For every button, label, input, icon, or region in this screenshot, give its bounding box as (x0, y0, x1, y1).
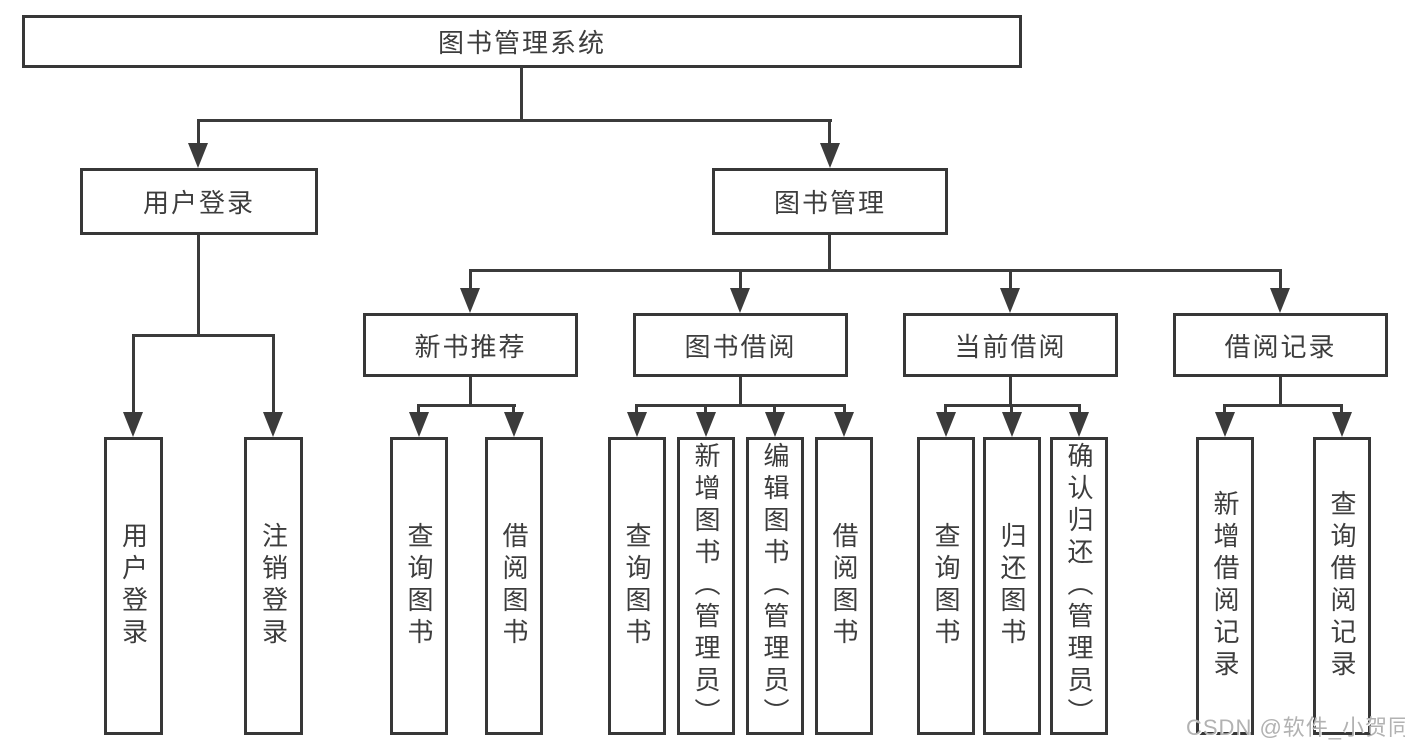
connector-drop-leaf (272, 334, 275, 416)
connector-drop-book-mgmt (828, 119, 831, 149)
leaf-add-books-admin: 新增图书（管理员） (677, 437, 735, 735)
leaf-logout: 注销登录 (244, 437, 303, 735)
leaf-add-borrow-record: 新增借阅记录 (1196, 437, 1254, 735)
arrow-down-icon (1000, 288, 1020, 313)
arrow-down-icon (730, 288, 750, 313)
watermark-text: CSDN @软件_小贺同学 (1186, 715, 1405, 740)
connector-borrow-records-stem (1279, 377, 1282, 407)
leaf-return-books: 归还图书 (983, 437, 1041, 735)
arrow-down-icon (1215, 412, 1235, 437)
connector-user-login-stem (197, 235, 200, 336)
connector-drop-leaf (417, 404, 420, 418)
connector-borrow-records-rail (1223, 404, 1342, 407)
connector-drop-leaf (1010, 404, 1013, 418)
node-current-borrow: 当前借阅 (903, 313, 1118, 377)
arrow-down-icon (1002, 412, 1022, 437)
connector-drop-user-login (197, 119, 200, 149)
connector-drop-leaf (635, 404, 638, 418)
node-root: 图书管理系统 (22, 15, 1022, 68)
leaf-user-login: 用户登录 (104, 437, 163, 735)
arrow-down-icon (409, 412, 429, 437)
connector-drop-leaf (1223, 404, 1226, 418)
leaf-query-borrow-record: 查询借阅记录 (1313, 437, 1371, 735)
connector-book-mgmt-stem (828, 235, 831, 272)
leaf-borrow-books: 借阅图书 (485, 437, 543, 735)
connector-drop-leaf (512, 404, 515, 418)
node-user-login: 用户登录 (80, 168, 318, 235)
connector-book-borrow-stem (739, 377, 742, 407)
arrow-down-icon (834, 412, 854, 437)
connector-root-rail (197, 119, 832, 122)
arrow-down-icon (936, 412, 956, 437)
arrow-down-icon (820, 143, 840, 168)
leaf-query-books: 查询图书 (390, 437, 448, 735)
leaf-borrow-books: 借阅图书 (815, 437, 873, 735)
leaf-query-books: 查询图书 (917, 437, 975, 735)
node-book-borrow: 图书借阅 (633, 313, 848, 377)
leaf-query-books: 查询图书 (608, 437, 666, 735)
connector-book-mgmt-rail (469, 269, 1281, 272)
connector-drop-leaf (944, 404, 947, 418)
connector-drop-leaf (132, 334, 135, 416)
node-borrow-records: 借阅记录 (1173, 313, 1388, 377)
arrow-down-icon (188, 143, 208, 168)
connector-drop-borrow-records (1279, 269, 1282, 291)
connector-drop-leaf (704, 404, 707, 418)
arrow-down-icon (627, 412, 647, 437)
arrow-down-icon (1270, 288, 1290, 313)
arrow-down-icon (504, 412, 524, 437)
arrow-down-icon (696, 412, 716, 437)
arrow-down-icon (1332, 412, 1352, 437)
leaf-confirm-return-admin: 确认归还（管理员） (1050, 437, 1108, 735)
arrow-down-icon (765, 412, 785, 437)
connector-drop-leaf (1078, 404, 1081, 418)
arrow-down-icon (460, 288, 480, 313)
connector-user-login-rail (132, 334, 275, 337)
arrow-down-icon (263, 412, 283, 437)
connector-drop-new-books (469, 269, 472, 291)
arrow-down-icon (1069, 412, 1089, 437)
connector-new-books-rail (417, 404, 516, 407)
node-new-books: 新书推荐 (363, 313, 578, 377)
connector-drop-book-borrow (739, 269, 742, 291)
connector-current-borrow-stem (1009, 377, 1012, 407)
connector-drop-leaf (1340, 404, 1343, 418)
connector-book-borrow-rail (635, 404, 846, 407)
connector-drop-leaf (843, 404, 846, 418)
connector-drop-current-borrow (1009, 269, 1012, 291)
connector-new-books-stem (469, 377, 472, 407)
leaf-edit-books-admin: 编辑图书（管理员） (746, 437, 804, 735)
arrow-down-icon (123, 412, 143, 437)
node-book-mgmt: 图书管理 (712, 168, 948, 235)
connector-root-stem (520, 66, 523, 121)
connector-drop-leaf (773, 404, 776, 418)
